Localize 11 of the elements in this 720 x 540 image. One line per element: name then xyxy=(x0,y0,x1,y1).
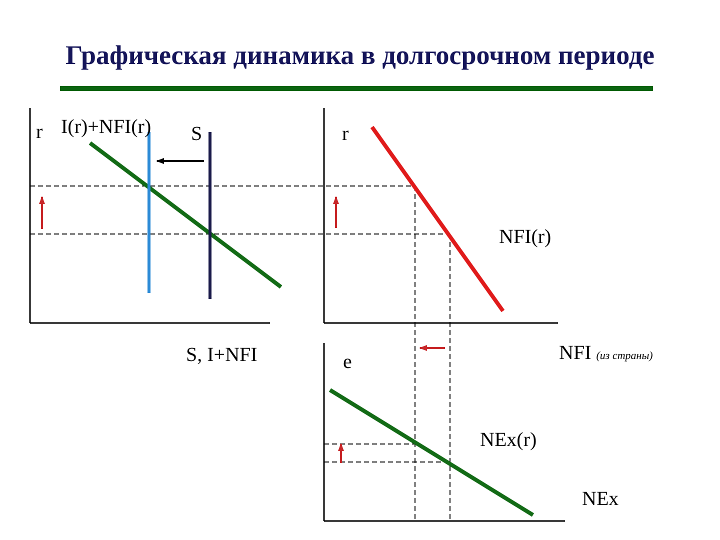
axis-label: NEx xyxy=(582,488,619,510)
axis-label: r xyxy=(342,123,349,145)
axis-label: S, I+NFI xyxy=(186,344,258,366)
title: Графическая динамика в долгосрочном периоде xyxy=(66,40,654,71)
curve-label: S xyxy=(191,123,202,145)
curve-label: I(r)+NFI(r) xyxy=(61,116,152,138)
curve-label: NFI(r) xyxy=(499,226,552,248)
axis-label: e xyxy=(343,351,352,373)
axis-label: NFI (из страны) xyxy=(559,342,653,366)
axis-label: r xyxy=(36,121,43,143)
curve-label: NEx(r) xyxy=(480,429,537,451)
